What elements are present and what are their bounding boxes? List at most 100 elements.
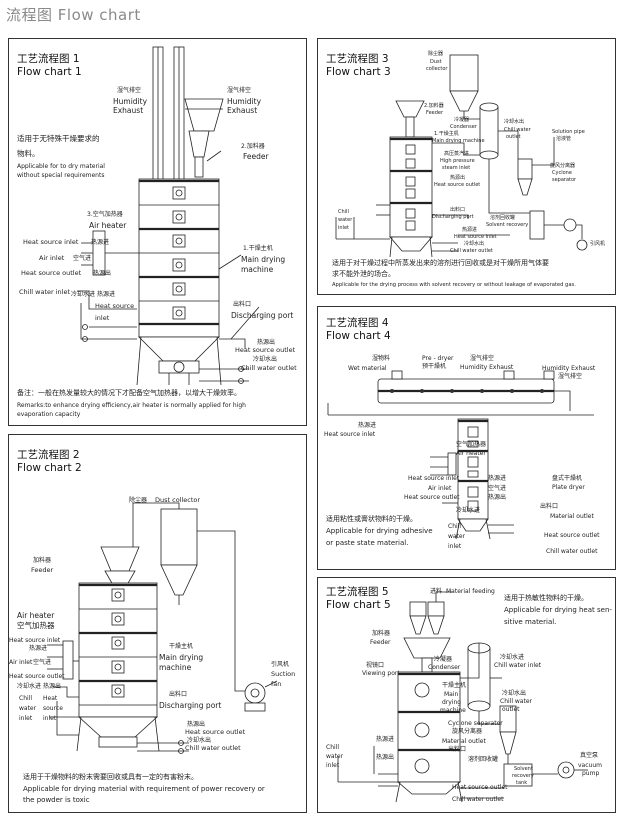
c2-dust-cn: 除尘器 (129, 497, 148, 504)
c1-remark-cn: 备注：一般在热发量较大的情况下才配备空气加热器，以增大干燥效率。 (17, 389, 241, 397)
c3-hsi-en: Heat source inlet (454, 234, 497, 240)
c2-hs-inlet-en: Heat source inlet (9, 637, 61, 644)
c5-pump-en-1: vacuum (578, 762, 602, 769)
c3-chill-en-1: Chill water (504, 127, 531, 133)
c2-hs-cn: 热源出 (43, 683, 62, 690)
c1-chill-in-en: Chill water inlet (19, 288, 71, 296)
c5-feed-en: Material feeding (446, 588, 495, 595)
c4-use-en-1: Applicable for drying adhesive (326, 527, 433, 535)
c5-chill-w: Chill (326, 744, 339, 751)
flow-chart-4-diagram (327, 370, 594, 540)
c5-cond-en: Condenser (428, 664, 461, 671)
c1-cwo-cn: 冷却水出 (253, 356, 278, 363)
c1-chill-in-cn: 冷却水进 (71, 291, 96, 298)
c3-cwo-en: Chill water outlet (450, 248, 493, 254)
flow-chart-3-diagram (335, 54, 588, 258)
c5-inlet-w: inlet (326, 762, 340, 769)
c1-humidity-en-right-2: Exhaust (227, 106, 258, 115)
c3-chill-cn: 冷却水出 (504, 119, 525, 125)
c4-use-en-2: or paste state material. (326, 539, 409, 547)
c1-humidity-cn-right: 湿气排空 (227, 87, 252, 94)
c4-air-en: Air heater (456, 450, 486, 457)
c2-cwo-en: Chill water outlet (185, 744, 241, 752)
c4-hsi-en: Heat source inlet (324, 431, 376, 438)
flow-chart-1-diagram (77, 46, 260, 386)
c4-mo-cn: 出料口 (540, 503, 559, 510)
c4-airin-en: Air inlet (428, 485, 452, 492)
c1-hs-outlet-en: Heat source outlet (21, 269, 82, 277)
c5-hso-en: Heat source outlet (452, 784, 508, 791)
c2-fan-en-1: Suction (271, 670, 296, 678)
c3-use-en: Applicable for the drying process with s… (332, 282, 576, 288)
c3-sol-en-1: Solution pipe (552, 129, 585, 135)
c3-chill-w: Chill (338, 209, 349, 215)
c2-hs-src-2: source (43, 705, 63, 712)
flow-chart-4-panel: 工艺流程图 4 Flow chart 4 湿物料 Wet material Pr… (317, 306, 616, 570)
c1-humidity-cn-left: 湿气排空 (117, 87, 142, 94)
c5-cwo-en-1: Chill water (500, 698, 532, 705)
c1-remark-en-1: Remarks:to enhance drying efficiency,air… (17, 402, 246, 409)
c3-fan-cn: 引风机 (590, 241, 606, 247)
c1-humidity-en-left-2: Exhaust (113, 106, 144, 115)
c5-cyc-cn: 旋风分离器 (452, 728, 483, 735)
c5-chill-en: Chill water inlet (494, 662, 542, 669)
c5-hso-cn: 热源出 (376, 754, 395, 761)
c1-air-inlet-cn: 空气进 (73, 255, 92, 262)
flow-chart-5-panel: 工艺流程图 5 Flow chart 5 进料 Material feeding… (317, 577, 616, 813)
c3-hp-en-2: steam inlet (442, 165, 471, 171)
c3-main-en: Main drying machine (432, 138, 485, 144)
flow-chart-2-diagram (47, 502, 278, 754)
c4-pre-en: Pre - dryer (422, 355, 454, 362)
flow-chart-1-panel: 工艺流程图 1 Flow chart 1 湿气排空 Humidity Exhau… (8, 38, 307, 426)
c2-water-w: water (19, 705, 37, 712)
c5-chill-cn: 冷却水进 (500, 654, 525, 661)
c2-cwo-cn: 冷却水出 (187, 737, 212, 744)
c5-pump-en-2: pump (582, 770, 600, 777)
c3-cyc-en-1: Cyclone (552, 170, 572, 176)
c5-tank-en-1: Solvent (514, 766, 533, 772)
c5-tank-en-3: tank (516, 780, 528, 786)
c4-hsi2-cn: 热源进 (488, 475, 507, 482)
c2-chill-w: Chill (19, 695, 32, 702)
c2-use-en-1: Applicable for drying material with requ… (23, 785, 265, 793)
c4-pre-cn: 预干燥机 (422, 363, 447, 370)
c2-hso-cn: 热源出 (187, 721, 206, 728)
c5-tank-en-2: recovery (512, 773, 534, 779)
flow-chart-5-diagram (337, 591, 588, 803)
c2-air-inlet-en: Air inlet (9, 659, 33, 666)
c1-cwo-en: Chill water outlet (241, 364, 297, 372)
chart3-title-cn: 工艺流程图 3 (326, 53, 389, 65)
c5-use-cn: 适用于热敏性物料的干燥。 (504, 594, 588, 602)
c1-hs-inlet-cn: 热源进 (91, 239, 110, 246)
c3-dust-cn: 除尘器 (428, 51, 444, 57)
c5-hsi-cn: 热源进 (376, 736, 395, 743)
c1-humidity-en-right-1: Humidity (227, 97, 262, 106)
c4-plate-en: Plate dryer (552, 484, 585, 491)
c3-cyc-en-2: separator (552, 177, 577, 183)
c4-chill-w: Chill (448, 523, 461, 530)
c5-cwo-en-2: outlet (502, 706, 520, 713)
chart5-title-cn: 工艺流程图 5 (326, 586, 389, 598)
c2-main-cn: 干燥主机 (169, 643, 194, 650)
chart1-title-en: Flow chart 1 (17, 66, 82, 78)
c5-main-en-1: Main (444, 691, 459, 698)
c3-hp-en-1: High pressure (440, 158, 475, 164)
c2-main-en-2: machine (159, 663, 192, 672)
c2-hs-inlet-cn: 热源进 (29, 645, 48, 652)
c3-use-cn-2: 求不能外泄的场合。 (332, 270, 395, 278)
c1-remark-en-2: evaporation capacity (17, 411, 81, 418)
c2-chill-in-cn: 冷却水进 (17, 683, 42, 690)
c4-airin-cn: 空气进 (488, 485, 507, 492)
c1-hs-cn-2: 热源进 (97, 291, 116, 298)
c1-main-cn: 1.干燥主机 (243, 245, 273, 252)
c4-wet-en: Wet material (348, 365, 387, 372)
c3-chill-en-2: outlet (506, 134, 521, 140)
c2-airheater-cn: 空气加热器 (17, 621, 55, 630)
c1-hs-outlet-cn: 热源出 (93, 270, 112, 277)
c2-hs-src-1: Heat (43, 695, 58, 702)
c3-feeder-cn: 2.加料器 (424, 103, 444, 109)
c2-dust-en: Dust collector (155, 496, 201, 504)
c1-hso-en: Heat source outlet (235, 346, 296, 354)
c5-view-cn: 视镜口 (366, 662, 385, 669)
chart5-title-en: Flow chart 5 (326, 599, 391, 611)
